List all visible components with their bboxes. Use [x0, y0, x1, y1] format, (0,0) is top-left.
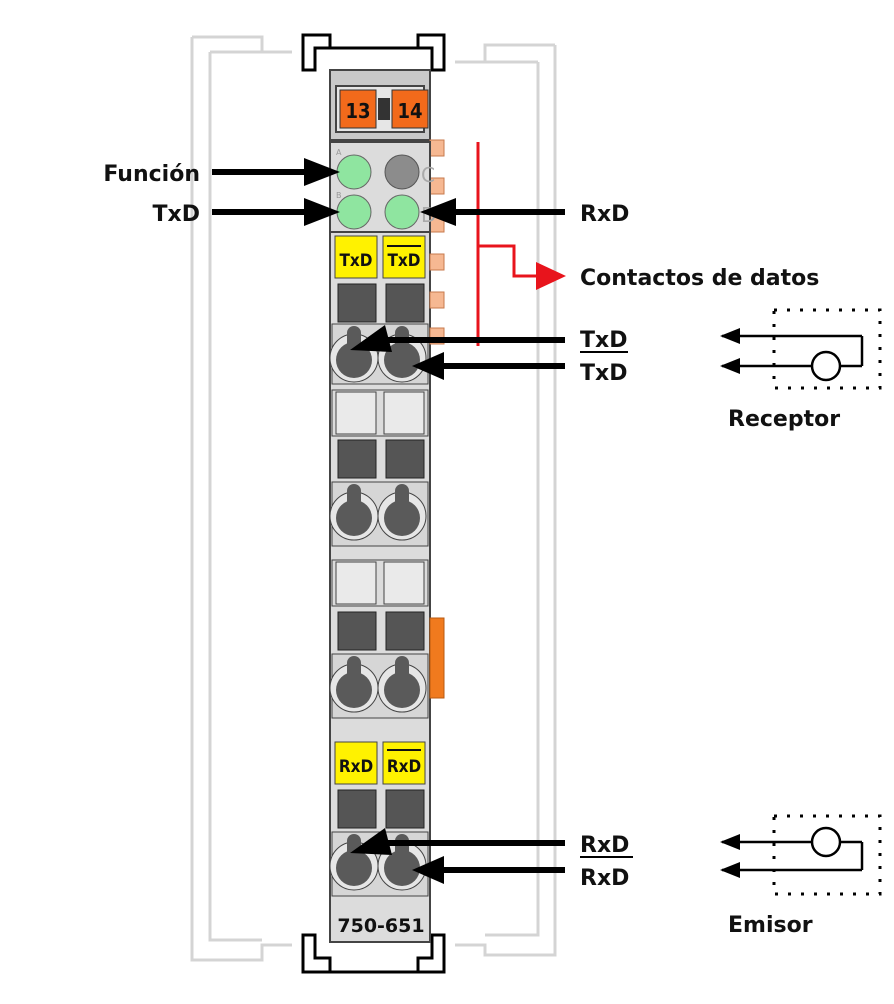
emisor-schematic: [720, 814, 882, 896]
din-rail-outline: [190, 35, 557, 962]
terminal-13-label: 13: [345, 99, 370, 123]
side-indicator: [429, 617, 445, 699]
contact-indicator: [476, 142, 540, 346]
label-txd-upper: TxD: [580, 328, 627, 353]
receptor-schematic: [720, 308, 882, 390]
terminal-14-label: 14: [397, 99, 422, 123]
contact-arrow-icon: [536, 262, 566, 290]
label-funcion: Función: [103, 162, 200, 187]
terminal-14: [391, 89, 429, 129]
terminal-13: [339, 89, 377, 129]
label-rxd-led: RxD: [580, 202, 629, 227]
led-letter-c: C: [421, 163, 435, 187]
callout-arrows: [212, 169, 565, 873]
label-contactos: Contactos de datos: [580, 266, 819, 291]
bottom-clip: [301, 933, 446, 974]
slot-label-txd-bar: TxD: [388, 251, 421, 271]
led-letter-b: B: [336, 191, 342, 200]
led-a: [336, 154, 372, 190]
label-receptor: Receptor: [728, 407, 840, 432]
led-d: [384, 194, 420, 230]
txd-labels: TxD TxD: [334, 235, 426, 279]
slot-label-rxd-bar: RxD: [387, 757, 421, 777]
led-panel: A B C D: [329, 141, 436, 233]
terminal-block: 13 14: [335, 85, 429, 133]
label-rxd-upper: RxD: [580, 833, 629, 858]
label-txd-lower: TxD: [580, 361, 627, 386]
led-letter-a: A: [336, 148, 342, 157]
label-txd-led: TxD: [153, 202, 200, 227]
led-c: [384, 154, 420, 190]
slot-label-rxd: RxD: [339, 757, 373, 777]
top-clip: [301, 33, 446, 72]
label-rxd-lower: RxD: [580, 866, 629, 891]
label-emisor: Emisor: [728, 913, 813, 938]
slot-label-txd: TxD: [340, 251, 373, 271]
callout-arrowheads: [304, 158, 456, 884]
part-number: 750-651: [337, 915, 424, 937]
led-b: [336, 194, 372, 230]
